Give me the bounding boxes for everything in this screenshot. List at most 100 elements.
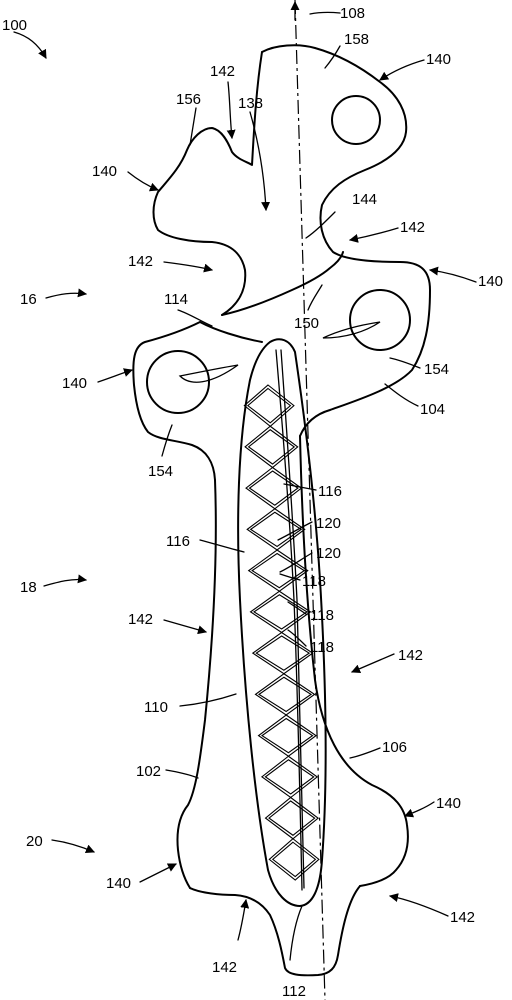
leader-120b bbox=[279, 552, 313, 573]
lattice-diamond bbox=[271, 841, 317, 878]
label-18: 18 bbox=[20, 579, 37, 596]
label-142g: 142 bbox=[212, 959, 237, 976]
leader-140b bbox=[127, 171, 159, 192]
leader-108 bbox=[309, 11, 341, 15]
leader-118b bbox=[287, 601, 307, 615]
label-114: 114 bbox=[164, 291, 188, 308]
bore-upper bbox=[331, 95, 381, 145]
label-120b: 120 bbox=[316, 545, 341, 562]
leader-138 bbox=[249, 111, 271, 211]
label-118a: 118 bbox=[302, 573, 326, 590]
leader-140f bbox=[139, 863, 177, 883]
label-118b: 118 bbox=[310, 607, 334, 624]
leader-144 bbox=[305, 211, 336, 239]
neck-cross-outline bbox=[221, 251, 344, 316]
leader-156 bbox=[189, 107, 197, 146]
leader-154a bbox=[389, 357, 421, 369]
leader-142f bbox=[389, 893, 449, 917]
label-142a: 142 bbox=[210, 63, 235, 80]
leader-104 bbox=[384, 383, 419, 407]
axis-108 bbox=[294, 0, 326, 1000]
label-140e: 140 bbox=[436, 795, 461, 812]
foot-outline bbox=[189, 885, 361, 977]
lattice-diamond bbox=[264, 759, 315, 795]
label-112: 112 bbox=[282, 983, 306, 1000]
label-102: 102 bbox=[136, 763, 161, 780]
upper-left-lobe-outline bbox=[152, 51, 263, 316]
leader-16 bbox=[45, 288, 87, 299]
label-140f: 140 bbox=[106, 875, 131, 892]
label-120a: 120 bbox=[316, 515, 341, 532]
label-106: 106 bbox=[382, 739, 407, 756]
leader-110 bbox=[179, 693, 237, 707]
leader-142e bbox=[351, 653, 395, 673]
leader-18 bbox=[43, 574, 87, 587]
lattice-diamond bbox=[253, 594, 308, 630]
spine-curve-inner bbox=[280, 349, 305, 889]
lattice-diamond bbox=[245, 466, 303, 510]
lattice-diamond bbox=[268, 800, 316, 836]
lattice-diamond bbox=[261, 717, 314, 754]
lattice-diamond bbox=[264, 796, 320, 840]
leader-116a bbox=[283, 483, 317, 491]
lattice-diamond bbox=[246, 508, 306, 551]
label-140b: 140 bbox=[92, 163, 117, 180]
leader-140d bbox=[97, 368, 133, 383]
leader-140c bbox=[429, 266, 477, 283]
lattice-diamond bbox=[249, 590, 312, 634]
leader-112 bbox=[289, 905, 303, 961]
lattice-diamond bbox=[244, 425, 299, 469]
left-wing-outline bbox=[132, 321, 263, 481]
label-100: 100 bbox=[2, 17, 27, 34]
lattice-diamond bbox=[257, 676, 313, 713]
leader-154b bbox=[161, 424, 173, 457]
lattice-diamond bbox=[248, 470, 299, 506]
label-118c: 118 bbox=[310, 639, 334, 656]
leader-142c bbox=[163, 261, 213, 273]
label-142f: 142 bbox=[450, 909, 475, 926]
lattice-diamond bbox=[251, 631, 314, 675]
label-140c: 140 bbox=[478, 273, 503, 290]
leader-140e bbox=[404, 801, 435, 818]
label-142e: 142 bbox=[398, 647, 423, 664]
label-142c: 142 bbox=[128, 253, 153, 270]
lattice-struts bbox=[243, 384, 320, 881]
leader-114 bbox=[177, 309, 213, 327]
spine-curve bbox=[275, 349, 303, 891]
label-158: 158 bbox=[344, 31, 369, 48]
upper-plate-outline bbox=[261, 44, 431, 437]
lattice-diamond bbox=[246, 387, 292, 424]
label-16: 16 bbox=[20, 291, 37, 308]
label-110: 110 bbox=[144, 699, 168, 716]
label-154a: 154 bbox=[424, 361, 449, 378]
leader-142g bbox=[237, 899, 250, 941]
label-154b: 154 bbox=[148, 463, 173, 480]
label-104: 104 bbox=[420, 401, 445, 418]
leader-120a bbox=[277, 521, 313, 541]
lattice-diamond bbox=[247, 429, 296, 465]
leader-116b bbox=[199, 539, 245, 553]
lattice-diamond bbox=[257, 714, 317, 757]
label-142b: 142 bbox=[400, 219, 425, 236]
lattice-diamond bbox=[260, 755, 319, 799]
leader-150 bbox=[307, 284, 323, 311]
leader-100 bbox=[13, 31, 47, 59]
leader-142b bbox=[349, 227, 399, 243]
leader-142a bbox=[226, 81, 236, 139]
bore-left bbox=[146, 350, 210, 414]
leader-102 bbox=[165, 769, 199, 779]
label-144: 144 bbox=[352, 191, 377, 208]
leader-118c bbox=[287, 629, 307, 647]
tooth-left bbox=[178, 364, 239, 383]
leader-118a bbox=[279, 573, 301, 581]
bore-right bbox=[349, 289, 411, 351]
lattice-diamond bbox=[268, 838, 320, 881]
tooth-right bbox=[322, 321, 381, 339]
label-156: 156 bbox=[176, 91, 201, 108]
leader-20 bbox=[51, 839, 95, 853]
label-20: 20 bbox=[26, 833, 43, 850]
leader-158 bbox=[324, 45, 341, 69]
leader-106 bbox=[349, 747, 381, 759]
label-140d: 140 bbox=[62, 375, 87, 392]
lattice-diamond bbox=[247, 549, 309, 592]
